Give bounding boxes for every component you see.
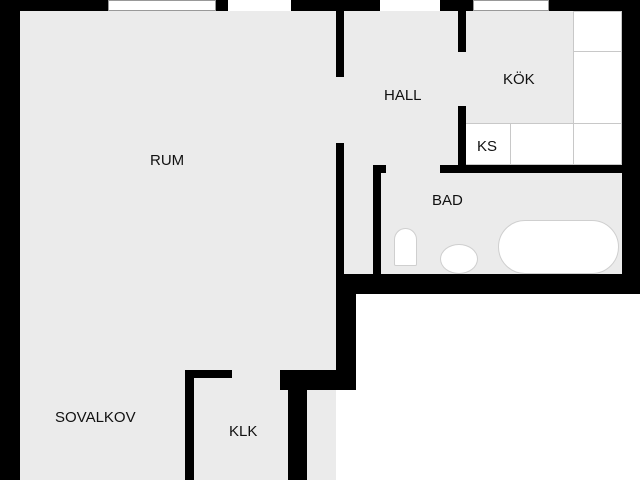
room-label-klk: KLK [229, 423, 258, 440]
wall-klk-left [185, 370, 194, 480]
wall-right [622, 0, 640, 294]
wall-klk-left-cap [185, 370, 232, 378]
sink-icon [440, 244, 478, 274]
wall-top-mid1 [216, 0, 228, 11]
bathtub-icon [498, 220, 619, 274]
wall-hall-kok-upper [458, 11, 466, 52]
kitchen-counter-mid [573, 51, 622, 124]
room-label-sovalkov: SOVALKOV [55, 409, 136, 426]
wall-bad-top [440, 165, 622, 173]
room-label-hall: HALL [384, 87, 422, 104]
wall-bad-left [373, 165, 381, 274]
wall-right-lower-vertical [336, 274, 356, 390]
kitchen-counter-top [573, 11, 622, 52]
kitchen-counter-bottom2 [573, 123, 622, 165]
wall-top-left [0, 0, 108, 11]
wall-top-right [549, 0, 640, 11]
window-rum [108, 0, 216, 11]
wall-rum-hall-upper [336, 11, 344, 77]
kitchen-counter-bottom1 [510, 123, 574, 165]
wall-bad-bottom [336, 274, 640, 294]
wall-klk-right [288, 370, 307, 480]
wall-hall-kok-lower [458, 106, 466, 172]
room-label-bad: BAD [432, 192, 463, 209]
klk-floor [194, 378, 289, 480]
wall-top-mid2 [291, 0, 380, 11]
room-label-rum: RUM [150, 152, 185, 169]
wall-top-mid3 [440, 0, 473, 11]
kok-floor [460, 11, 573, 123]
wall-bad-left-cap [373, 165, 386, 173]
room-label-kok: KÖK [503, 71, 535, 88]
window-kok [473, 0, 549, 11]
kitchen-counter-ks [465, 123, 511, 165]
room-label-ks: KS [477, 138, 498, 155]
wall-rum-hall-lower [336, 143, 344, 274]
toilet-icon [394, 228, 417, 266]
wall-left [0, 0, 20, 480]
